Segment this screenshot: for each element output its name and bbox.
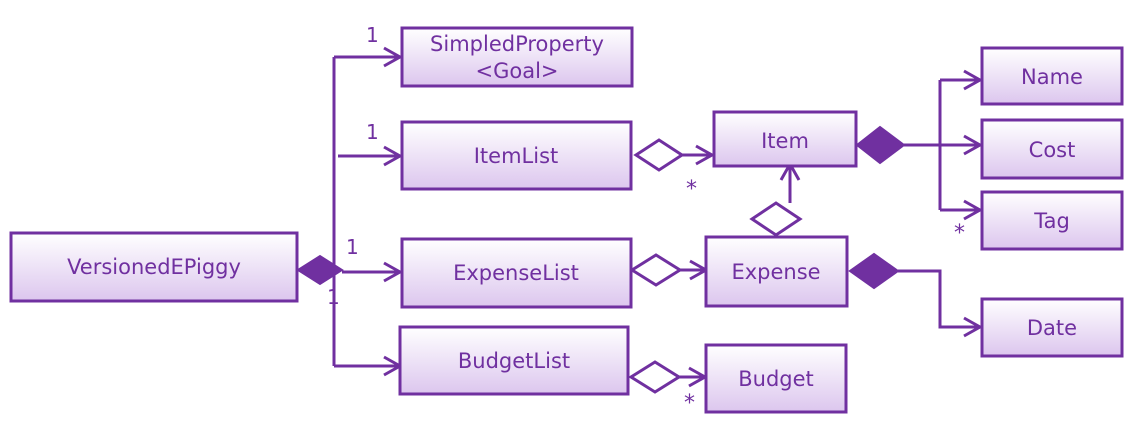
composition-diamond-item bbox=[855, 125, 906, 165]
multiplicity-item-many: * bbox=[686, 177, 697, 202]
multiplicity-simpled-property: 1 bbox=[366, 23, 379, 47]
arrowhead-expenselist bbox=[383, 261, 404, 283]
arrowhead-simpled-property bbox=[383, 46, 404, 68]
diamonds bbox=[296, 125, 906, 394]
label-date: Date bbox=[1027, 316, 1077, 340]
label-name: Name bbox=[1021, 65, 1083, 89]
class-box-versioned-epiggy: VersionedEPiggy bbox=[9, 231, 299, 303]
class-box-tag: Tag bbox=[980, 190, 1124, 251]
label-versioned-epiggy: VersionedEPiggy bbox=[67, 255, 241, 279]
label-item: Item bbox=[761, 129, 809, 153]
arrowhead-item bbox=[695, 144, 716, 166]
arrowhead-tag bbox=[963, 199, 984, 221]
label-tag: Tag bbox=[1033, 209, 1070, 233]
label-cost: Cost bbox=[1029, 138, 1076, 162]
multiplicity-budgetlist: 1 bbox=[327, 285, 340, 309]
composition-diamond-versioned-epiggy bbox=[296, 254, 344, 286]
edge-expense-date bbox=[898, 269, 978, 329]
multiplicity-budget-many: * bbox=[684, 391, 695, 416]
aggregation-diamond-itemlist bbox=[633, 138, 685, 172]
label-simpled-property-goal: <Goal> bbox=[475, 59, 558, 83]
arrowhead-date bbox=[963, 316, 984, 338]
aggregation-diamond-budgetlist bbox=[628, 360, 682, 394]
label-simpled-property: SimpledProperty bbox=[430, 32, 604, 56]
class-box-expense: Expense bbox=[704, 235, 849, 308]
arrowhead-name bbox=[963, 69, 984, 91]
multiplicity-itemlist: 1 bbox=[366, 120, 379, 144]
class-box-expenselist: ExpenseList bbox=[400, 237, 633, 309]
class-box-simpled-property: SimpledProperty <Goal> bbox=[400, 26, 634, 88]
class-box-date: Date bbox=[980, 297, 1124, 358]
label-itemlist: ItemList bbox=[474, 144, 559, 168]
label-budgetlist: BudgetList bbox=[458, 349, 570, 373]
class-box-name: Name bbox=[980, 46, 1124, 106]
label-expense: Expense bbox=[731, 260, 820, 284]
arrowhead-itemlist bbox=[383, 145, 404, 167]
composition-diamond-expense bbox=[848, 252, 900, 290]
multiplicity-expenselist: 1 bbox=[346, 235, 359, 259]
label-expenselist: ExpenseList bbox=[453, 261, 579, 285]
arrowhead-cost bbox=[963, 134, 984, 156]
aggregation-diamond-expense bbox=[749, 201, 803, 237]
class-box-budgetlist: BudgetList bbox=[398, 325, 630, 396]
aggregation-diamond-expenselist bbox=[629, 253, 683, 287]
class-box-budget: Budget bbox=[704, 343, 848, 414]
class-box-item: Item bbox=[712, 110, 858, 168]
class-box-itemlist: ItemList bbox=[400, 120, 633, 191]
class-box-cost: Cost bbox=[980, 118, 1124, 180]
label-budget: Budget bbox=[738, 367, 814, 391]
multiplicity-tag-many: * bbox=[954, 221, 965, 246]
edge-item-attributes bbox=[904, 78, 978, 212]
